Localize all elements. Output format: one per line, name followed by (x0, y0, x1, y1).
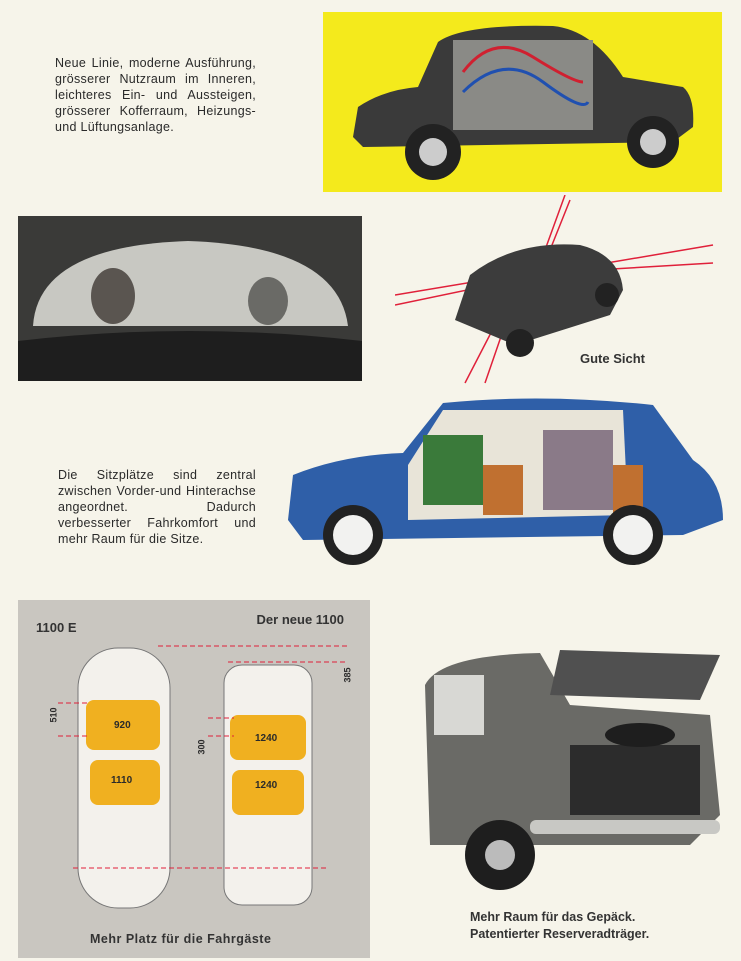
seat-dimension-diagram: 1100 E Der neue 1100 510 920 1110 300 12… (18, 600, 370, 958)
trunk-caption-line-1: Mehr Raum für das Gepäck. (470, 910, 636, 924)
dim-920: 920 (114, 720, 131, 731)
dim-1240-front: 1240 (255, 733, 278, 744)
trunk-caption-line-2: Patentierter Reserveradträger. (470, 927, 650, 941)
old-model-label: 1100 E (36, 620, 77, 635)
diagram-caption: Mehr Platz für die Fahrgäste (90, 932, 272, 946)
dim-1240-rear: 1240 (255, 780, 278, 791)
visibility-illustration (395, 195, 715, 385)
intro-paragraph: Neue Linie, moderne Ausführung, grössere… (55, 56, 256, 134)
dim-1110: 1110 (111, 775, 133, 786)
dim-385: 385 (342, 667, 353, 683)
heating-illustration-panel (323, 12, 722, 192)
visibility-caption: Gute Sicht (580, 351, 646, 366)
dim-510: 510 (48, 707, 59, 723)
dim-300: 300 (196, 739, 207, 755)
seating-cutaway-car (283, 395, 726, 567)
seating-paragraph: Die Sitzplätze sind zentral zwischen Vor… (58, 468, 256, 546)
driver-windshield-photo (18, 216, 362, 381)
new-model-label: Der neue 1100 (256, 612, 344, 627)
cutaway-car-illustration (353, 25, 694, 180)
trunk-photo (420, 645, 722, 895)
